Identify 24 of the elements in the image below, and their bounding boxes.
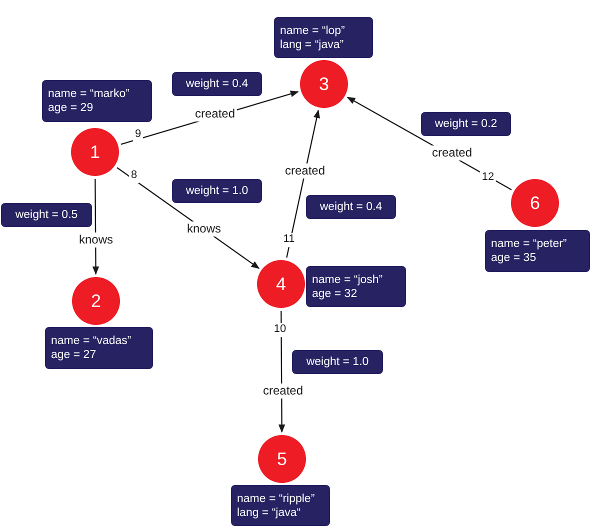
edge-id-label: 11 — [281, 233, 297, 247]
edge-label: created — [282, 164, 328, 178]
property-box: name = “peter” age = 35 — [485, 230, 590, 272]
edge-id-label: 9 — [132, 128, 144, 142]
edge-label: created — [192, 106, 238, 122]
edge-id-label: 10 — [272, 323, 288, 337]
property-box: name = “lop” lang = “java” — [274, 17, 373, 58]
property-box: name = “marko” age = 29 — [42, 80, 152, 122]
property-box: name = “vadas” age = 27 — [45, 327, 153, 369]
edge-id-label: 12 — [480, 171, 496, 185]
weight-box: weight = 0.5 — [1, 203, 92, 227]
edge-label: created — [260, 384, 306, 398]
edge-label: knows — [77, 232, 115, 248]
weight-box: weight = 1.0 — [292, 350, 383, 374]
property-box: name = “ripple” lang = “java“ — [231, 485, 330, 526]
weight-box: weight = 0.4 — [306, 195, 396, 219]
arrow — [286, 110, 320, 258]
property-box: name = “josh” age = 32 — [306, 266, 406, 307]
weight-box: weight = 1.0 — [172, 179, 262, 203]
weight-box: weight = 0.2 — [421, 112, 511, 136]
edge-id-label: 8 — [128, 169, 140, 183]
edge-label: knows — [185, 222, 223, 236]
weight-box: weight = 0.4 — [172, 72, 262, 96]
edge-label: created — [430, 146, 474, 160]
